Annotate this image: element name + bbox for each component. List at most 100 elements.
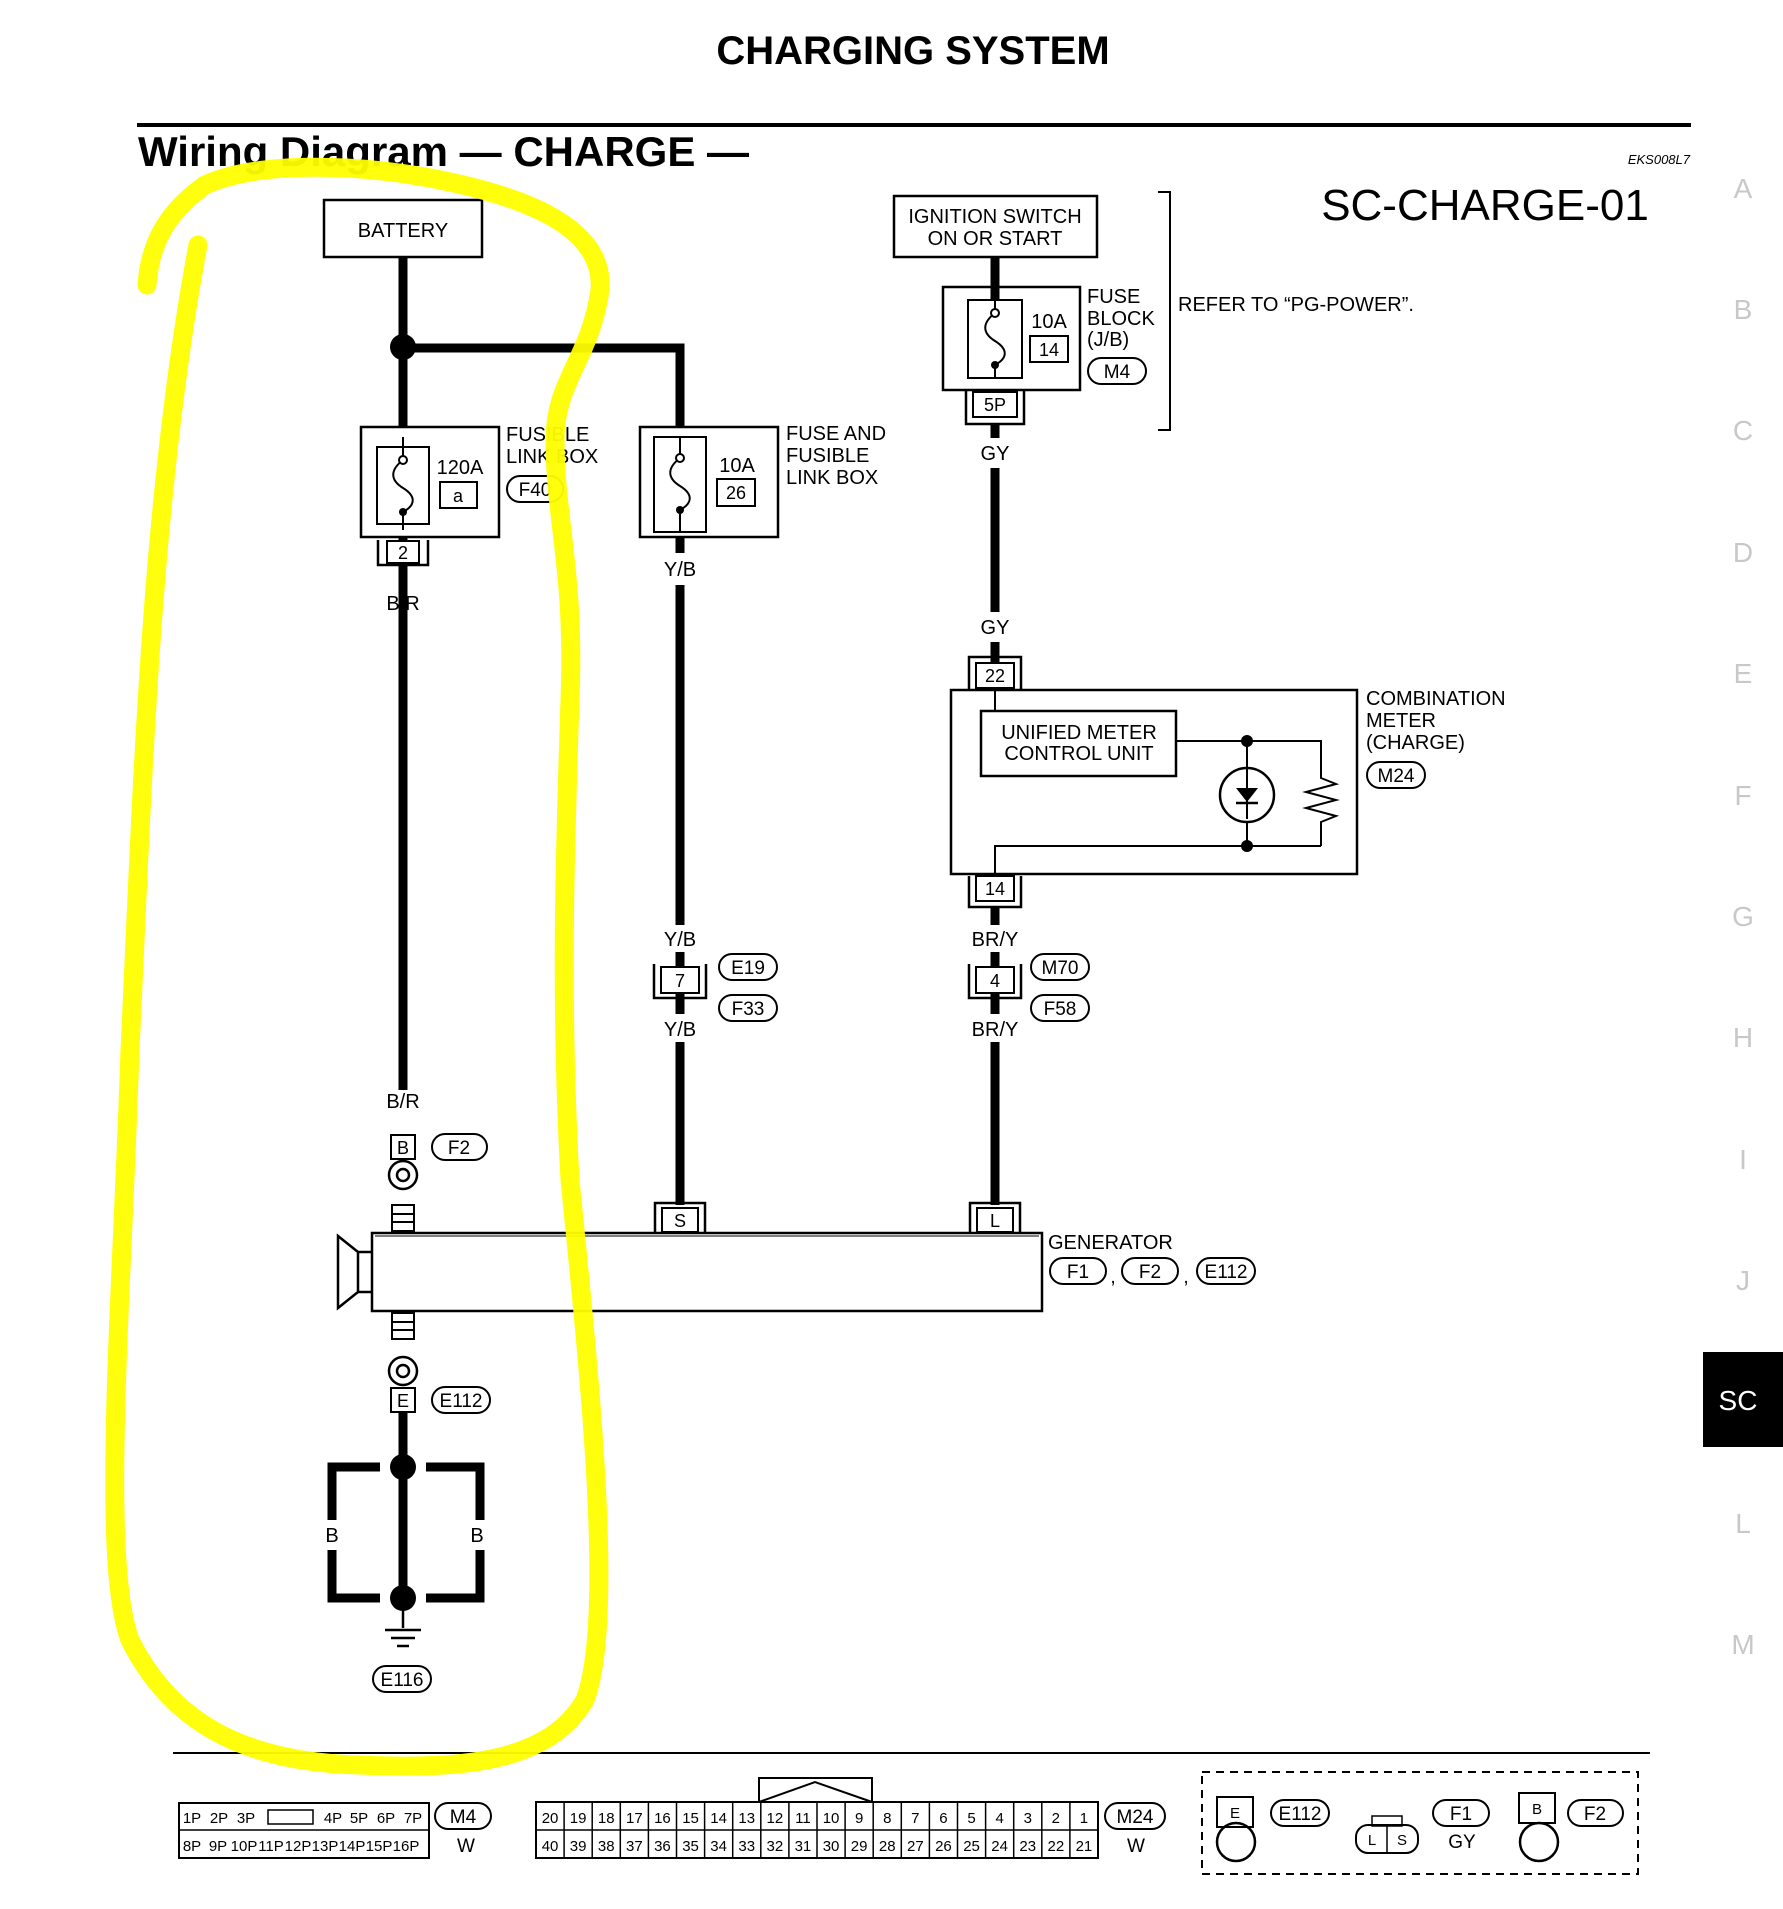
ground-wire-right-color: B	[470, 1525, 483, 1547]
pin-e: E	[397, 1391, 409, 1411]
fuse-symbol-120a	[392, 437, 414, 530]
pin-box-b	[390, 1134, 416, 1160]
m4-row2: 8P 9P 10P 11P 12P 13P 14P 15P 16P	[183, 1838, 420, 1855]
side-tab-a[interactable]: A	[1734, 173, 1753, 204]
pin-l: L	[990, 1211, 1000, 1231]
side-tab-g[interactable]: G	[1732, 901, 1754, 932]
generator-connector-f1: F1	[1067, 1262, 1089, 1283]
doc-code: EKS008L7	[1628, 152, 1691, 167]
pin-bracket-s	[653, 1201, 707, 1233]
m24-pin: 12	[767, 1810, 784, 1827]
m4-pin-5p: 5P	[350, 1810, 368, 1827]
wire-color-y-b-1: Y/B	[664, 559, 696, 581]
terminal-e-inner	[395, 1363, 411, 1379]
m24-pin: 9	[855, 1810, 863, 1827]
gy-gap-1	[975, 438, 1015, 468]
pin-s: S	[674, 1211, 686, 1231]
connector-e112-gen-oval	[1196, 1257, 1256, 1285]
side-tab-h[interactable]: H	[1733, 1022, 1753, 1053]
m4-pin-8p: 8P	[183, 1838, 201, 1855]
m24-pin: 18	[598, 1810, 615, 1827]
m24-pin: 38	[598, 1838, 615, 1855]
connector-e116: E116	[381, 1670, 424, 1691]
ignition-switch-label-2: ON OR START	[928, 228, 1063, 250]
ignition-switch-label-1: IGNITION SWITCH	[908, 206, 1081, 228]
charge-lamp-diode	[1236, 788, 1258, 802]
m24-pin: 6	[939, 1810, 947, 1827]
m24-pin: 8	[883, 1810, 891, 1827]
fuse-no-box-a	[439, 481, 478, 509]
wire-color-y-b-2: Y/B	[664, 929, 696, 951]
m24-name-oval	[1104, 1802, 1166, 1830]
ground-splice-top	[390, 1454, 416, 1480]
f1-pin-s: S	[1397, 1832, 1407, 1849]
side-tab-l[interactable]: L	[1735, 1508, 1751, 1539]
m24-pin: 16	[654, 1810, 671, 1827]
fuse14-dot-bottom	[991, 361, 999, 369]
yellow-highlight-annotation	[105, 157, 610, 1776]
wire-color-br-r-top: B/R	[386, 593, 419, 615]
side-tab-b[interactable]: B	[1734, 294, 1753, 325]
e112-name: E112	[1279, 1804, 1322, 1825]
fuse-no-box-26	[716, 478, 756, 507]
pin-bracket-7	[652, 964, 708, 1000]
m24-pin: 30	[823, 1838, 840, 1855]
generator-pulley	[336, 1233, 372, 1311]
combination-meter-label-2: METER	[1366, 710, 1436, 732]
side-tab-d[interactable]: D	[1733, 537, 1753, 568]
f2-terminal	[1518, 1821, 1560, 1863]
terminal-e-stud	[391, 1312, 415, 1340]
f1-pin-l: L	[1368, 1832, 1376, 1849]
unified-meter-label-2: CONTROL UNIT	[1004, 743, 1153, 765]
generator-label: GENERATOR	[1048, 1232, 1173, 1254]
m24-pin: 22	[1048, 1838, 1065, 1855]
fuse-and-fusible-label-1: FUSE AND	[786, 423, 886, 445]
m4-row1: 1P 2P 3P 4P 5P 6P 7P	[183, 1809, 422, 1827]
side-tab-j[interactable]: J	[1736, 1265, 1750, 1296]
fuse-and-fusible-label-2: FUSIBLE	[786, 445, 869, 467]
meter-circuit-bottom	[994, 845, 1321, 874]
m24-pin: 17	[626, 1810, 643, 1827]
m24-pin: 33	[738, 1838, 755, 1855]
connector-e116-oval	[372, 1665, 432, 1693]
pin-14: 14	[985, 879, 1005, 899]
side-tab-e[interactable]: E	[1734, 658, 1753, 689]
fuse-and-fusible-link-box	[638, 425, 780, 539]
side-tab-i[interactable]: I	[1739, 1144, 1747, 1175]
m24-key	[758, 1777, 873, 1803]
meter-node-top	[1241, 735, 1253, 747]
connector-m4-oval	[1087, 357, 1147, 385]
m24-pin: 5	[967, 1810, 975, 1827]
ground-wire-right-gap	[470, 1520, 490, 1550]
fuse14-dot-top	[990, 308, 1000, 318]
connector-f2-gen-oval	[1121, 1257, 1179, 1285]
f1-name: F1	[1450, 1804, 1472, 1825]
combination-meter-label-3: (CHARGE)	[1366, 732, 1465, 754]
m4-pin-2p: 2P	[210, 1810, 228, 1827]
m24-pin: 37	[626, 1838, 643, 1855]
f1-name-oval	[1432, 1799, 1490, 1827]
pin-box-22	[975, 662, 1015, 689]
fuse-no-a: a	[453, 486, 464, 506]
side-tab-f[interactable]: F	[1734, 780, 1751, 811]
side-tab-sc[interactable]: SC	[1719, 1385, 1758, 1416]
side-tabs: A B C D E F G H I J SC L M	[1703, 173, 1783, 1660]
side-tab-m[interactable]: M	[1731, 1629, 1754, 1660]
yb-gap-1	[660, 553, 700, 585]
side-tab-active-bg	[1703, 1352, 1783, 1447]
m24-pin: 26	[935, 1838, 952, 1855]
pin-box-5p	[972, 391, 1018, 418]
terminal-b-outer	[387, 1159, 419, 1191]
wire-color-br-y-1: BR/Y	[972, 929, 1019, 951]
side-tab-c[interactable]: C	[1733, 415, 1753, 446]
m24-pin: 35	[682, 1838, 699, 1855]
m24-pin: 13	[738, 1810, 755, 1827]
f2-name-oval	[1567, 1799, 1624, 1827]
pin-box-14	[975, 875, 1015, 902]
fuse-symbol-10a-14	[984, 300, 1006, 378]
generator-connector-e112: E112	[1205, 1262, 1248, 1283]
refer-bracket	[1158, 191, 1171, 431]
m4-pin-11p: 11P	[258, 1838, 284, 1855]
pin-2: 2	[398, 543, 408, 563]
